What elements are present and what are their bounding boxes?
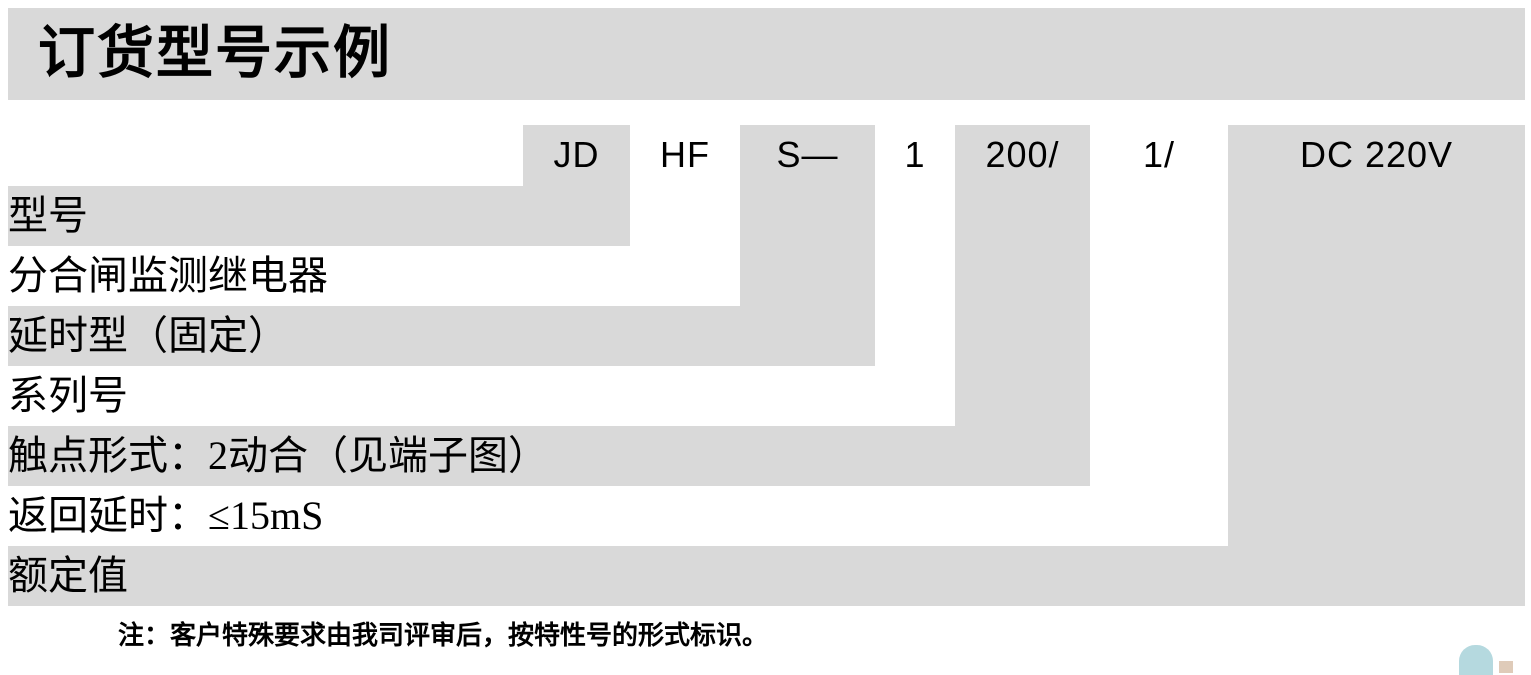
- code-cell-rating: DC 220V: [1299, 134, 1454, 175]
- shade-row-3: [8, 306, 875, 366]
- shade-code-col-200: [955, 125, 1090, 486]
- shade-row-1: [8, 186, 630, 246]
- shade-row-5: [8, 426, 1090, 486]
- description-row-type: 延时型（固定）: [8, 313, 288, 358]
- watermark-logo-icon: [1459, 645, 1493, 675]
- footnote: 注：客户特殊要求由我司评审后，按特性号的形式标识。: [118, 621, 769, 650]
- code-cell-hf: HF: [660, 134, 710, 175]
- watermark-fragment-icon: [1499, 661, 1513, 673]
- description-row-model: 型号: [8, 193, 88, 238]
- description-row-series: 系列号: [8, 373, 128, 418]
- shade-row-7: [8, 546, 1525, 606]
- description-row-rated-value: 额定值: [8, 553, 128, 598]
- code-cell-delay: 200/: [985, 134, 1060, 175]
- description-row-product: 分合闸监测继电器: [8, 253, 328, 298]
- page-title: 订货型号示例: [38, 22, 392, 85]
- code-cell-jd: JD: [553, 134, 600, 175]
- code-cell-contact: 1: [904, 134, 926, 175]
- description-row-return-delay: 返回延时：≤15mS: [8, 493, 324, 538]
- code-cell-series: S—: [776, 134, 839, 175]
- description-row-contact-form: 触点形式：2动合（见端子图）: [8, 433, 548, 478]
- code-cell-return: 1/: [1142, 134, 1176, 175]
- shade-code-col-dc: [1228, 125, 1525, 606]
- page-title-banner: 订货型号示例: [8, 8, 1525, 100]
